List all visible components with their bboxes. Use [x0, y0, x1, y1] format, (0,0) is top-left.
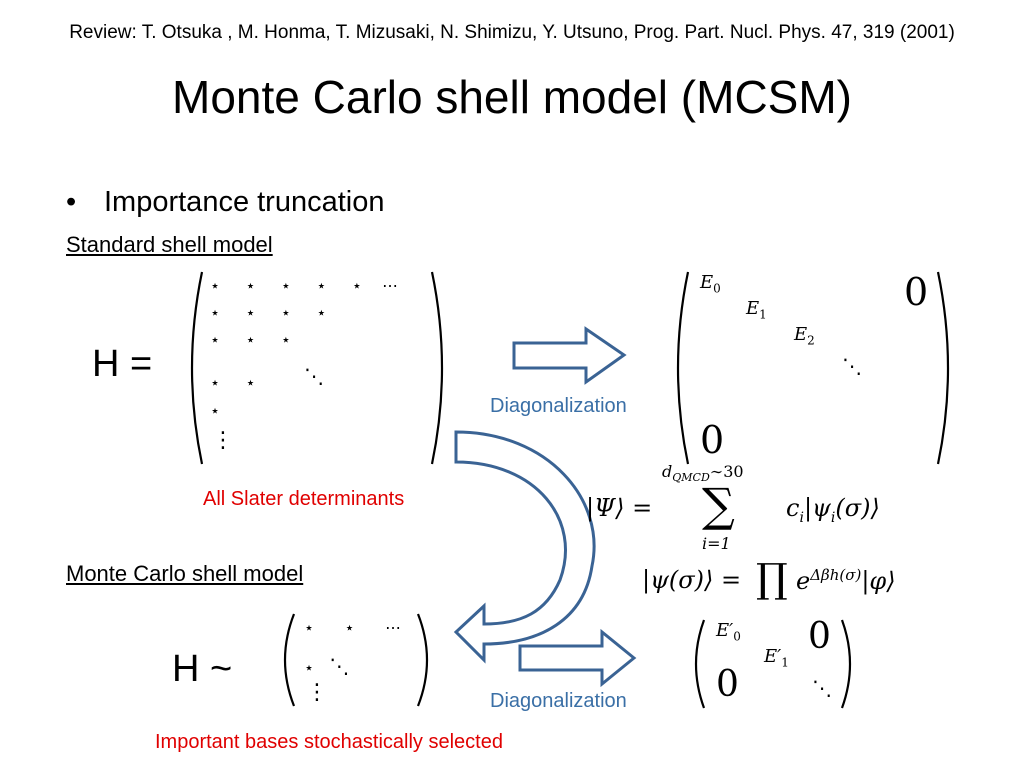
bullet-importance-truncation: • Importance truncation — [66, 186, 384, 219]
all-slater-determinants-note: All Slater determinants — [203, 488, 405, 510]
standard-shell-model-heading: Standard shell model — [66, 232, 273, 257]
bullet-dot-icon: • — [66, 186, 77, 218]
curved-reduction-arrow — [453, 430, 596, 664]
matrix-vdots: ⋮ — [212, 428, 234, 453]
eigen-matrix-left-paren — [676, 271, 690, 465]
standard-matrix-right-paren — [430, 271, 444, 465]
mcsm-matrix-row-1: ⋆ ⋆ ⋯ — [304, 618, 402, 637]
matrix-row-5: ⋆ — [210, 401, 221, 420]
monte-carlo-shell-model-heading: Monte Carlo shell model — [66, 561, 304, 586]
bullet-text: Importance truncation — [104, 186, 385, 218]
sum-lower-limit: i=1 — [702, 534, 731, 553]
mcsm-eigen-ddots: ⋱ — [812, 676, 832, 700]
hamiltonian-label-standard: H = — [92, 343, 153, 385]
diagonalization-arrow-top — [512, 326, 627, 385]
sum-upper-limit: dQMCD∼30 — [662, 462, 744, 485]
projection-equation-lhs: |ψ(σ)⟩ = — [642, 566, 742, 594]
mcsm-eigen-zero-top: 0 — [808, 616, 831, 657]
mcsm-matrix-right-paren — [416, 613, 429, 707]
psi-equation-lhs: |Ψ⟩ = — [586, 494, 653, 522]
matrix-ddots: ⋱ — [304, 364, 324, 388]
eigen-zero-bottom: 0 — [700, 418, 725, 462]
eigen-e0: E0 — [700, 272, 721, 296]
product-symbol: ∏ — [756, 556, 788, 602]
matrix-row-2: ⋆ ⋆ ⋆ ⋆ — [210, 303, 327, 322]
eigen-ddots: ⋱ — [842, 354, 862, 378]
reference-citation: Review: T. Otsuka , M. Honma, T. Mizusak… — [69, 22, 955, 43]
diagonalization-label-bottom: Diagonalization — [490, 690, 627, 712]
important-bases-note: Important bases stochastically selected — [155, 731, 503, 753]
eigen-matrix-right-paren — [936, 271, 950, 465]
diagonalization-arrow-bottom — [518, 628, 637, 688]
matrix-row-1: ⋆ ⋆ ⋆ ⋆ ⋆ ⋯ — [210, 276, 399, 295]
psi-equation-rhs: ci|ψi(σ)⟩ — [786, 494, 880, 526]
sum-symbol: ∑ — [702, 478, 735, 532]
standard-matrix-left-paren — [190, 271, 204, 465]
eigen-zero-top: 0 — [904, 270, 929, 314]
matrix-row-3: ⋆ ⋆ ⋆ — [210, 330, 291, 349]
eigen-e2: E2 — [794, 324, 815, 348]
mcsm-eigen-zero-bottom: 0 — [716, 664, 739, 705]
mcsm-matrix-vdots: ⋮ — [306, 680, 328, 705]
projection-exponential: eΔβh(σ)|φ⟩ — [796, 566, 896, 595]
slide-title: Monte Carlo shell model (MCSM) — [172, 71, 852, 123]
matrix-row-4: ⋆ ⋆ — [210, 373, 256, 392]
diagonalization-label-top: Diagonalization — [490, 395, 627, 417]
hamiltonian-label-mcsm: H ~ — [172, 648, 233, 690]
eigen-e1: E1 — [746, 298, 767, 322]
mcsm-eigen-e0: E′0 — [716, 620, 741, 644]
mcsm-eigen-left-paren — [694, 619, 706, 709]
mcsm-eigen-right-paren — [840, 619, 852, 709]
mcsm-matrix-row-2: ⋆ ⋱ — [304, 654, 350, 678]
mcsm-eigen-e1: E′1 — [764, 646, 789, 670]
mcsm-matrix-left-paren — [283, 613, 296, 707]
